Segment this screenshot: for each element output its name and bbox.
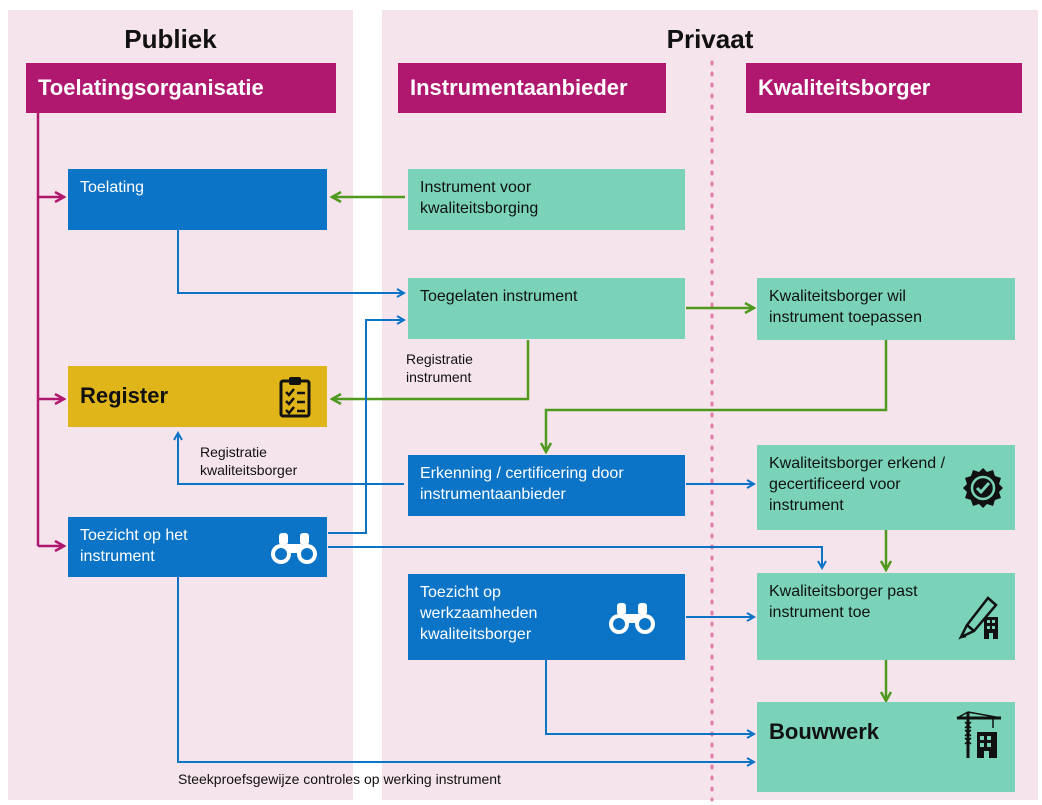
arrow-toezicht-to-toegelaten bbox=[328, 320, 404, 534]
arrow-toelating-to-toegelaten bbox=[177, 230, 404, 293]
register-label: Register bbox=[80, 383, 169, 408]
pen-building-icon bbox=[958, 596, 998, 640]
construction-crane-icon bbox=[956, 711, 1002, 758]
header-instrument-provider: Instrumentaanbieder bbox=[398, 63, 666, 113]
private-title: Privaat bbox=[666, 24, 754, 54]
box-instrument-voor: Instrument voor kwaliteitsborging bbox=[408, 169, 685, 230]
box-toegelaten: Toegelaten instrument bbox=[408, 278, 685, 339]
header-quality-assurer: Kwaliteitsborger bbox=[746, 63, 1022, 113]
label-steekproef: Steekproefsgewijze controles op werking … bbox=[178, 771, 501, 787]
header-admission-org: Toelatingsorganisatie bbox=[26, 63, 336, 113]
label-registratie-instrument: Registratie instrument bbox=[406, 351, 473, 385]
box-toezicht-instrument: Toezicht op het instrument bbox=[68, 517, 327, 577]
arrow-toezicht-to-past bbox=[328, 546, 822, 568]
arrow-kbwil-to-erkenning bbox=[546, 340, 888, 452]
binoculars-icon bbox=[271, 533, 317, 564]
binoculars-icon bbox=[609, 603, 655, 634]
box-erkenning: Erkenning / certificering door instrumen… bbox=[408, 455, 685, 516]
arrow-registratie-kb bbox=[178, 433, 404, 485]
private-panel bbox=[382, 10, 1038, 800]
public-title: Publiek bbox=[124, 24, 217, 54]
label-registratie-kb: Registratie kwaliteitsborger bbox=[200, 444, 298, 478]
arrow-steekproef bbox=[177, 577, 754, 762]
arrow-registratie-instrument bbox=[332, 340, 530, 399]
bouwwerk-label: Bouwwerk bbox=[769, 719, 880, 744]
arrow-toezichtwerk-to-bouwwerk bbox=[545, 660, 754, 734]
certified-badge-icon bbox=[963, 468, 1003, 508]
clipboard-checklist-icon bbox=[279, 377, 311, 418]
box-toelating: Toelating bbox=[68, 169, 327, 230]
box-kb-past: Kwaliteitsborger past instrument toe bbox=[757, 573, 1015, 660]
box-kb-wil: Kwaliteitsborger wil instrument toepasse… bbox=[757, 278, 1015, 340]
